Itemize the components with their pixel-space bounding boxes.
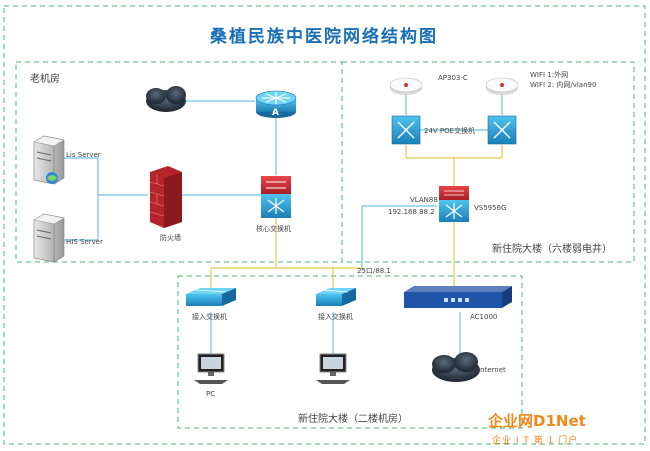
firewall-icon xyxy=(149,166,182,228)
zone-label-sixth-floor: 新住院大楼（六楼弱电井） xyxy=(492,244,612,255)
vs5956g-label: VS5956G xyxy=(474,204,507,212)
outer-frame xyxy=(3,5,646,445)
page-title: 桑植民族中医院网络结构图 xyxy=(210,27,438,47)
ap-label: AP303-C xyxy=(438,74,468,82)
his-server-icon xyxy=(33,213,65,263)
router-icon xyxy=(255,90,297,118)
link-port-label: 25口/88.1 xyxy=(357,267,391,275)
lis-server-icon xyxy=(33,135,65,185)
ap-icon-left xyxy=(389,77,423,95)
pc-icon-1 xyxy=(194,353,228,384)
poe-switch-icon-left xyxy=(391,115,421,145)
access-switch-icon-2 xyxy=(316,288,356,306)
core-switch-label: 核心交换机 xyxy=(256,225,291,233)
watermark-brand: 企业网D1Net xyxy=(488,412,586,430)
vlan-label: VLAN88 xyxy=(410,196,438,204)
vs5956g-switch-icon xyxy=(439,186,469,222)
access-switch-label-1: 接入交换机 xyxy=(192,313,227,321)
zone-second-floor xyxy=(177,275,523,429)
core-switch-icon xyxy=(261,176,291,218)
internet-label: Internet xyxy=(478,366,506,374)
links xyxy=(64,95,503,356)
access-switch-icon-1 xyxy=(186,288,236,306)
wifi-label-1: WIFI 1:外网 xyxy=(530,71,569,79)
router-mark: A xyxy=(272,108,279,118)
poe-switch-icon-right xyxy=(487,115,517,145)
internet-cloud-icon xyxy=(432,352,480,382)
cloud-icon xyxy=(146,86,186,112)
ap-icon-right xyxy=(485,77,519,95)
zone-sixth-floor xyxy=(341,61,635,263)
watermark-sub: 企业 I T 第 1 门户 xyxy=(492,436,579,446)
pc-label: PC xyxy=(206,390,216,398)
his-server-label: HIS Server xyxy=(66,238,103,246)
lis-server-label: Lis Server xyxy=(66,151,101,159)
wifi-label-2: WIFI 2: 内网/vlan90 xyxy=(530,81,597,89)
firewall-label: 防火墙 xyxy=(160,234,181,242)
pc-icon-2 xyxy=(316,353,350,384)
zone-label-old-room: 老机房 xyxy=(30,74,60,85)
ac1000-icon xyxy=(404,286,512,308)
ip-label: 192.168.88.2 xyxy=(388,208,435,216)
ac1000-label: AC1000 xyxy=(470,313,498,321)
poe-switch-label: 24V POE交换机 xyxy=(424,127,476,135)
access-switch-label-2: 接入交换机 xyxy=(318,313,353,321)
zone-label-second-floor: 新住院大楼（二楼机房） xyxy=(298,414,408,425)
